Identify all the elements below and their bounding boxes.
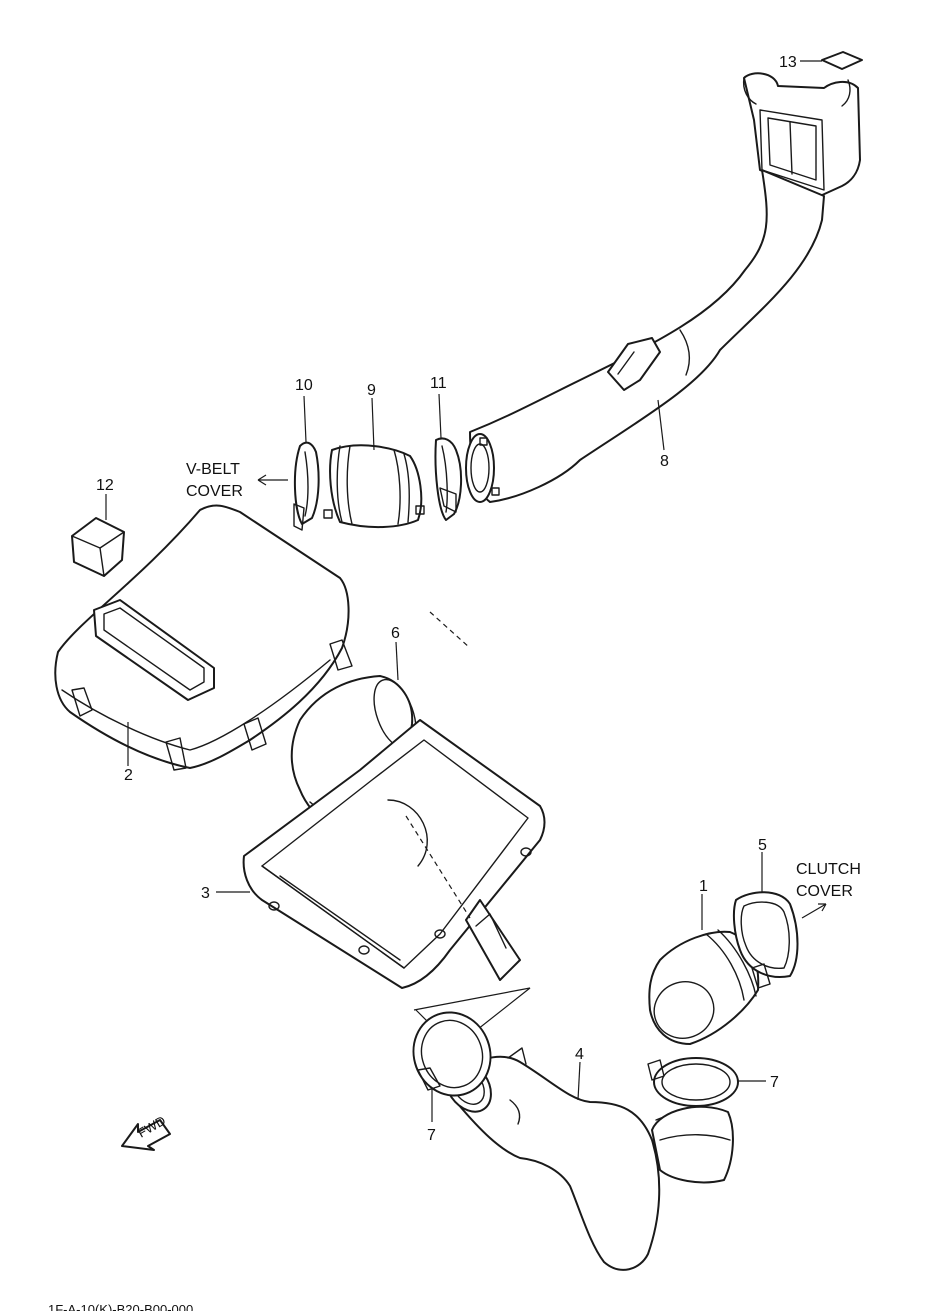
- callout-11: 11: [430, 375, 447, 392]
- part-7-clamp-right: [647, 1057, 739, 1107]
- leader-10: [303, 395, 307, 443]
- clutch-cover-line1: CLUTCH: [796, 861, 861, 878]
- part-5-seal-ring: [732, 891, 799, 989]
- part-2-cleaner-cover: [54, 504, 353, 771]
- v-belt-cover-line1: V-BELT: [186, 461, 240, 478]
- callout-2: 2: [124, 767, 133, 784]
- guide-line-8: [429, 611, 471, 649]
- callout-7-right: 7: [770, 1074, 779, 1091]
- drawing-code: 1F-A-10(K)-B20-B00-000: [48, 1302, 193, 1311]
- leader-11: [438, 393, 442, 439]
- leader-4: [577, 1061, 581, 1101]
- part-10-clamp: [293, 441, 320, 531]
- part-7-clamp-left: [412, 1011, 492, 1097]
- part-3-cleaner-case: [242, 719, 546, 989]
- v-belt-cover-line2: COVER: [186, 483, 243, 500]
- callout-8: 8: [660, 453, 669, 470]
- callout-1: 1: [699, 878, 708, 895]
- callout-13: 13: [779, 54, 797, 71]
- callout-9: 9: [367, 382, 376, 399]
- leader-9: [371, 397, 375, 451]
- guide-line-6: [405, 815, 471, 919]
- callout-7-left: 7: [427, 1127, 436, 1144]
- callout-6: 6: [391, 625, 400, 642]
- callout-4: 4: [575, 1046, 584, 1063]
- part-9-hose: [323, 444, 425, 529]
- fwd-arrow-icon: FWD: [121, 1113, 171, 1151]
- clutch-cover-line2: COVER: [796, 883, 853, 900]
- part-8-intake-duct: [465, 72, 861, 503]
- callout-5: 5: [758, 837, 767, 854]
- leader-8: [657, 399, 665, 451]
- callout-12: 12: [96, 477, 114, 494]
- part-13-cap: [821, 51, 863, 70]
- leader-6: [395, 641, 399, 681]
- callout-10: 10: [295, 377, 313, 394]
- clutch-arrow: [801, 903, 827, 919]
- part-12-cube: [71, 517, 125, 577]
- callout-3: 3: [201, 885, 210, 902]
- part-1-elbow-hose: [648, 929, 760, 1045]
- v-belt-arrow: [257, 474, 288, 486]
- part-11-clamp: [434, 437, 463, 521]
